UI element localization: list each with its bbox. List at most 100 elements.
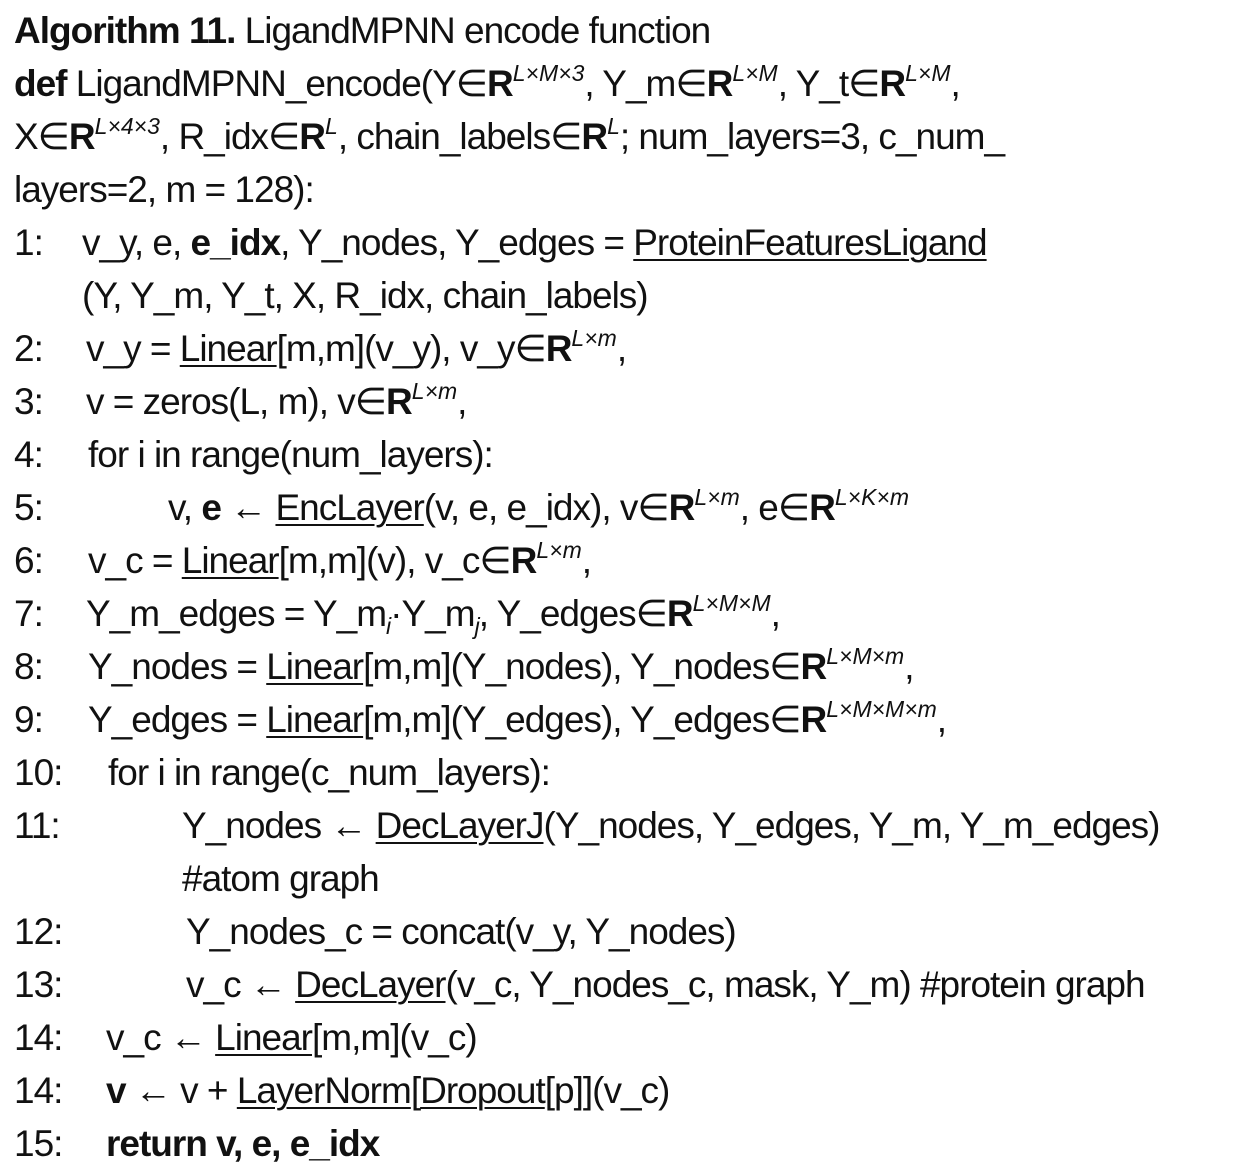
code-text: Y_nodes = — [88, 646, 267, 687]
step-line: 11: Y_nodes ← DecLayerJ(Y_nodes, Y_edges… — [14, 799, 1250, 852]
sig-text: X∈ — [14, 116, 70, 157]
reals-symbol: R — [487, 63, 514, 104]
step-line: 12: Y_nodes_c = concat(v_y, Y_nodes) — [14, 905, 1250, 958]
sig-text: , — [950, 63, 961, 104]
step-line: 13: v_c ← DecLayer(v_c, Y_nodes_c, mask,… — [14, 958, 1250, 1011]
dim-superscript: L×M — [905, 60, 951, 86]
code-text: v_y = — [86, 328, 180, 369]
step-line: 14: v ← v + LayerNorm[Dropout[p]](v_c) — [14, 1064, 1250, 1117]
function-name: Linear — [266, 646, 364, 687]
code-text: v_y, e, — [82, 222, 191, 263]
bracket-text: [ — [410, 1070, 421, 1111]
code-text: [m,m](Y_nodes), Y_nodes∈ — [363, 646, 801, 687]
function-name: Linear — [266, 699, 364, 740]
code-comment: #atom graph — [182, 858, 380, 899]
line-number: 8: — [14, 646, 44, 687]
code-text: , — [936, 699, 947, 740]
line-number: 15: — [14, 1123, 63, 1164]
dim-superscript: L×M×M×m — [826, 696, 937, 722]
function-name: Linear — [179, 328, 278, 369]
reals-symbol: R — [809, 487, 836, 528]
code-text: Y_nodes ← — [182, 805, 376, 846]
dim-superscript: L×M×m — [826, 643, 905, 669]
line-number: 5: — [14, 487, 44, 528]
line-number: 2: — [14, 328, 44, 369]
reals-symbol: R — [879, 63, 906, 104]
code-text: Y_nodes_c = concat(v_y, Y_nodes) — [186, 911, 737, 952]
function-name: Linear — [215, 1017, 313, 1058]
sig-text: , chain_labels∈ — [337, 116, 582, 157]
code-bold: e — [201, 487, 222, 528]
return-keyword: return — [106, 1123, 208, 1164]
code-text: ← — [220, 487, 276, 528]
function-name: Dropout — [420, 1070, 546, 1111]
function-name: Linear — [181, 540, 280, 581]
step-continuation: #atom graph — [14, 852, 1250, 905]
code-text: (v_c, Y_nodes_c, mask, Y_m) #protein gra… — [445, 964, 1146, 1005]
step-line: 6: v_c = Linear[m,m](v), v_c∈RL×m, — [14, 534, 1250, 587]
code-text: for i in range(num_layers): — [88, 434, 494, 475]
code-text: (v, e, e_idx), v∈ — [423, 487, 670, 528]
sig-text: , Y_m∈ — [584, 63, 707, 104]
line-number: 13: — [14, 964, 63, 1005]
line-number: 11: — [14, 805, 61, 846]
line-number: 1: — [14, 222, 44, 263]
code-text: , Y_edges∈ — [478, 593, 668, 634]
reals-symbol: R — [666, 593, 694, 634]
dim-superscript: L×m — [411, 378, 458, 404]
line-number: 14: — [14, 1017, 63, 1058]
sig-text: , Y_t∈ — [777, 63, 881, 104]
step-line: 15: return v, e, e_idx — [14, 1117, 1250, 1170]
line-number: 12: — [14, 911, 63, 952]
step-line: 9: Y_edges = Linear[m,m](Y_edges), Y_edg… — [14, 693, 1250, 746]
dim-superscript: L×M×M — [692, 590, 771, 616]
function-name: DecLayer — [295, 964, 446, 1005]
step-line: 2: v_y = Linear[m,m](v_y), v_y∈RL×m, — [14, 322, 1250, 375]
reals-symbol: R — [510, 540, 538, 581]
step-line: 10: for i in range(c_num_layers): — [14, 746, 1250, 799]
function-name: EncLayer — [275, 487, 424, 528]
code-text: (Y, Y_m, Y_t, X, R_idx, chain_labels) — [82, 275, 649, 316]
signature-line-3: layers=2, m = 128): — [14, 163, 1250, 216]
reals-symbol: R — [668, 487, 696, 528]
sig-text: layers=2, m = 128): — [14, 169, 315, 210]
code-text: ← v + — [125, 1070, 237, 1111]
algorithm-title: Algorithm 11. LigandMPNN encode function — [14, 4, 1250, 57]
reals-symbol: R — [800, 646, 827, 687]
reals-symbol: R — [545, 328, 573, 369]
sig-text: , R_idx∈ — [159, 116, 300, 157]
function-name: DecLayerJ — [375, 805, 545, 846]
reals-symbol: R — [386, 381, 413, 422]
code-text: ·Y_m — [390, 593, 475, 634]
line-number: 4: — [14, 434, 44, 475]
step-continuation: (Y, Y_m, Y_t, X, R_idx, chain_labels) — [14, 269, 1250, 322]
code-text: v_c ← — [186, 964, 296, 1005]
code-text: , — [581, 540, 592, 581]
function-name: ProteinFeaturesLigand — [633, 222, 987, 263]
code-text: , — [904, 646, 914, 687]
code-text: , e∈ — [739, 487, 810, 528]
step-line: 1: v_y, e, e_idx, Y_nodes, Y_edges = Pro… — [14, 216, 1250, 269]
code-text: [m,m](v_y), v_y∈ — [276, 328, 547, 369]
dim-superscript: L×M×3 — [512, 60, 585, 86]
code-text: for i in range(c_num_layers): — [108, 752, 551, 793]
reals-symbol: R — [706, 63, 734, 104]
code-text: Y_m_edges = Y_m — [86, 593, 387, 634]
dim-superscript: L×K×m — [834, 484, 910, 510]
reals-symbol: R — [800, 699, 827, 740]
step-line: 3: v = zeros(L, m), v∈RL×m, — [14, 375, 1250, 428]
code-text: , — [616, 328, 627, 369]
dim-superscript: L×M — [732, 60, 778, 86]
code-text: , Y_nodes, Y_edges = — [280, 222, 634, 263]
code-text: Y_edges = — [88, 699, 267, 740]
code-bold: e_idx — [190, 222, 282, 263]
step-line: 5: v, e ← EncLayer(v, e, e_idx), v∈RL×m,… — [14, 481, 1250, 534]
signature-line-1: def LigandMPNN_encode(Y∈RL×M×3, Y_m∈RL×M… — [14, 57, 1250, 110]
line-number: 9: — [14, 699, 44, 740]
line-number: 7: — [14, 593, 44, 634]
def-keyword: def — [14, 63, 67, 104]
dim-superscript: L×m — [694, 484, 740, 510]
dim-superscript: L×4×3 — [94, 113, 160, 139]
code-text: [m,m](v_c) — [312, 1017, 478, 1058]
code-bold: v — [106, 1070, 127, 1111]
